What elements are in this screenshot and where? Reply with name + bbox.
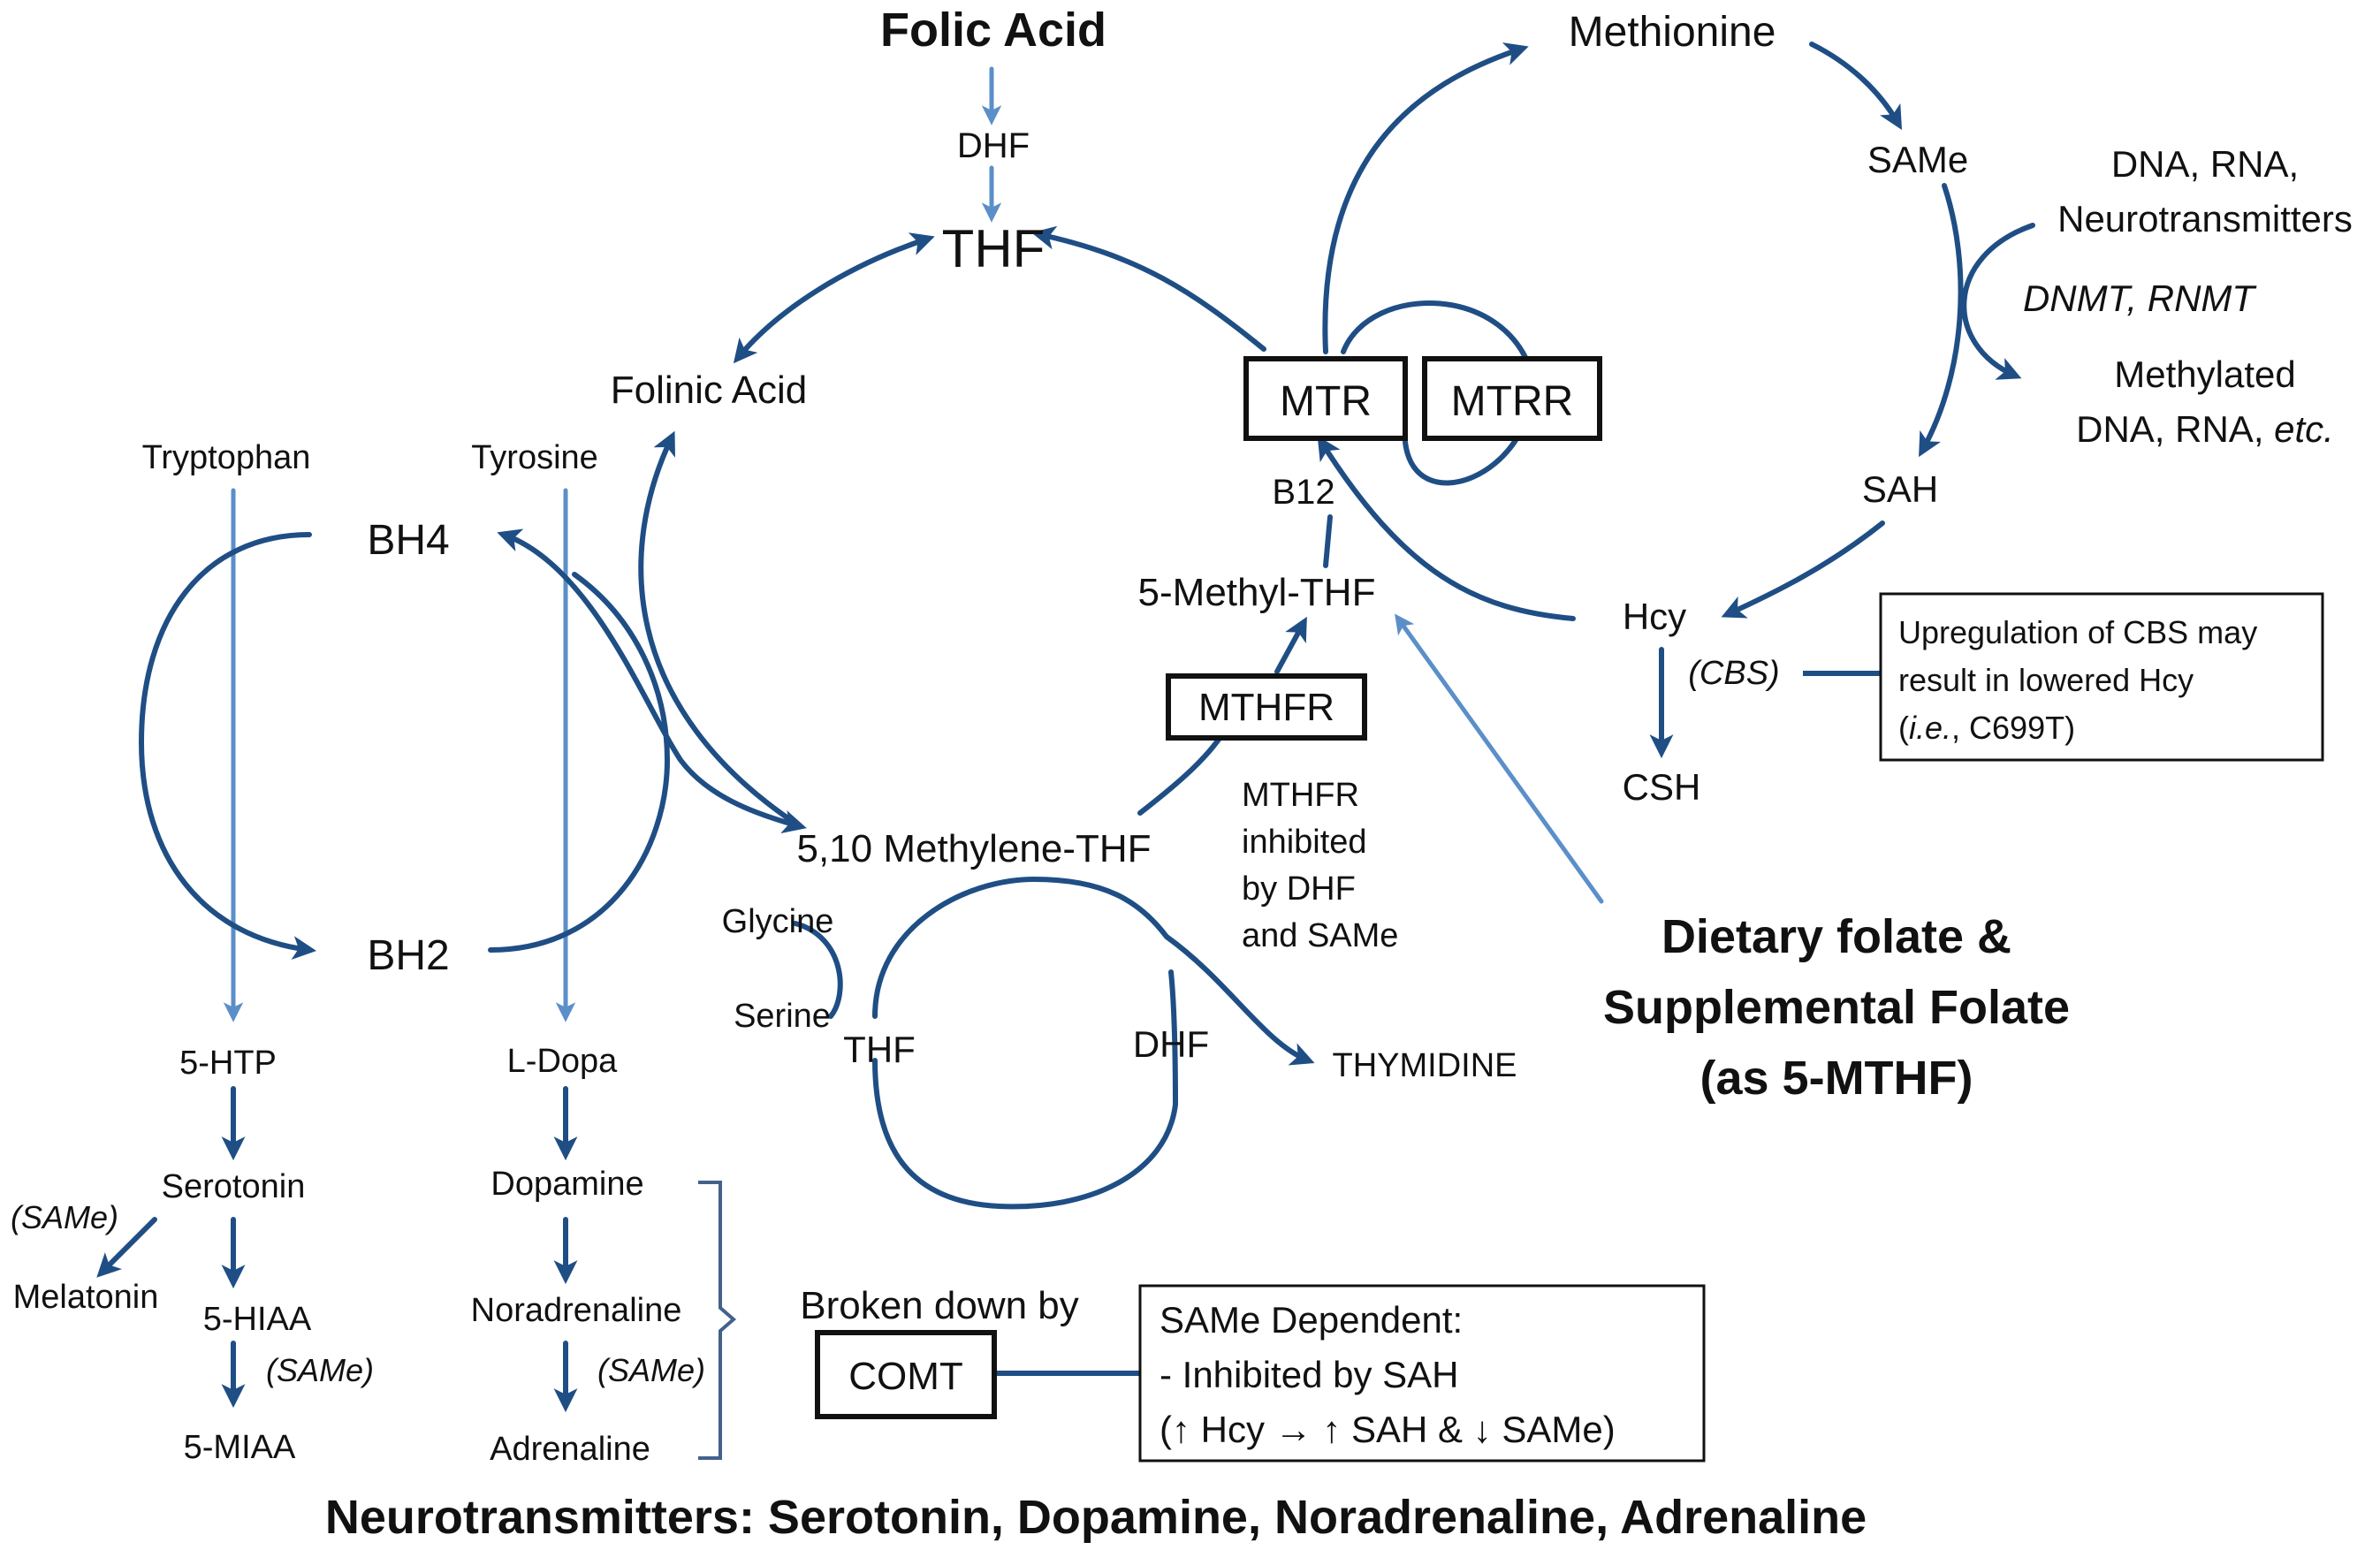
dnmt-label: DNMT, RNMT — [2023, 277, 2257, 319]
mthfr-note-1: MTHFR — [1242, 777, 1359, 814]
thymidine-cycle-top — [872, 876, 1315, 1066]
sah-label: SAH — [1862, 468, 1938, 510]
mthfr-box — [1166, 673, 1367, 741]
methylated-label-2: DNA, RNA, etc. — [2076, 408, 2334, 450]
mtrr-label: MTRR — [1451, 378, 1574, 425]
folic-acid-label: Folic Acid — [880, 4, 1106, 57]
adrenaline-label: Adrenaline — [490, 1431, 650, 1468]
same-dependent-line-3: (↑ Hcy → ↑ SAH & ↓ SAMe) — [1160, 1409, 1616, 1450]
mthfr-note-4: and SAMe — [1242, 917, 1398, 954]
bh4-label: BH4 — [367, 517, 449, 564]
comt-label: COMT — [848, 1355, 963, 1398]
5miaa-label: 5-MIAA — [184, 1429, 296, 1466]
mthfr-note-3: by DHF — [1242, 870, 1356, 908]
hcy-label: Hcy — [1623, 596, 1686, 637]
dhf-cycle-label: DHF — [1133, 1023, 1209, 1065]
dopamine-label: Dopamine — [490, 1166, 643, 1203]
methyl-thf-label: 5-Methyl-THF — [1138, 571, 1376, 614]
mthfr-label: MTHFR — [1198, 686, 1334, 729]
same-melatonin-label: (SAMe) — [11, 1199, 118, 1235]
serotonin-label: Serotonin — [162, 1168, 306, 1205]
neurotransmitter-brace — [698, 1181, 737, 1460]
same-dependent-line-1: SAMe Dependent: — [1160, 1299, 1463, 1341]
bh4-to-bh2-loop-arrow — [138, 532, 317, 961]
dietary-folate-label-3: (as 5-MTHF) — [1700, 1052, 1973, 1105]
glycine-label: Glycine — [722, 903, 834, 940]
mtr-to-methionine-arrow — [1322, 42, 1529, 354]
melatonin-label: Melatonin — [13, 1279, 159, 1316]
mtr-box — [1243, 356, 1408, 441]
thf-cycle-label: THF — [843, 1029, 916, 1070]
dietary-folate-label-1: Dietary folate & — [1661, 910, 2011, 963]
cbs-note-line-1: Upregulation of CBS may — [1898, 614, 2257, 650]
mtr-label: MTR — [1280, 378, 1372, 425]
same-noradrenaline-label: (SAMe) — [597, 1352, 705, 1388]
methionine-label: Methionine — [1569, 9, 1776, 56]
footer-neurotransmitters: Neurotransmitters: Serotonin, Dopamine, … — [325, 1491, 1867, 1544]
same-5hiaa-label: (SAMe) — [266, 1352, 374, 1388]
same-dependent-line-2: - Inhibited by SAH — [1160, 1354, 1459, 1395]
thymidine-cycle-right — [872, 969, 1179, 1210]
dhf-top-label: DHF — [957, 126, 1030, 165]
tryptophan-label: Tryptophan — [142, 439, 311, 476]
methylated-label-1: Methylated — [2114, 353, 2295, 395]
dna-rna-label-2: Neurotransmitters — [2057, 198, 2353, 239]
serotonin-to-melatonin-arrow — [96, 1217, 157, 1278]
mthfr-to-methylthf-arrow — [1274, 616, 1307, 674]
ldopa-label: L-Dopa — [507, 1043, 618, 1080]
thf-top-label: THF — [942, 219, 1046, 278]
methylthf-to-b12-line — [1323, 514, 1333, 568]
5htp-label: 5-HTP — [179, 1045, 277, 1082]
cbs-note-line-3: (i.e., C699T) — [1898, 710, 2075, 746]
same-to-sah-arrow — [1919, 183, 1964, 458]
mtr-to-thf-arrow — [1031, 225, 1266, 352]
dna-methylation-arrow — [1961, 223, 2035, 380]
bh2-right-loop — [488, 572, 671, 953]
cbs-label: (CBS) — [1688, 655, 1779, 692]
serine-label: Serine — [734, 998, 831, 1035]
tyrosine-label: Tyrosine — [471, 439, 598, 476]
b12-label: B12 — [1272, 473, 1334, 512]
noradrenaline-label: Noradrenaline — [471, 1292, 682, 1329]
5hiaa-label: 5-HIAA — [203, 1301, 312, 1338]
dietary-folate-label-2: Supplemental Folate — [1603, 981, 2070, 1034]
same-dependent-box — [1138, 1284, 1706, 1463]
methylene-thf-label: 5,10 Methylene-THF — [796, 827, 1151, 870]
comt-box — [815, 1330, 997, 1419]
thf-folinic-arrow — [733, 232, 935, 364]
dna-rna-label-1: DNA, RNA, — [2111, 143, 2299, 185]
mthfr-note-2: inhibited — [1242, 824, 1367, 861]
glycine-serine-arc — [793, 921, 843, 1019]
hcy-to-mtr-arrow — [1317, 436, 1576, 621]
sah-to-hcy-arrow — [1721, 520, 1885, 619]
folinic-acid-label: Folinic Acid — [611, 369, 808, 412]
broken-down-label: Broken down by — [800, 1284, 1079, 1327]
cbs-note-box — [1879, 592, 2324, 762]
bh2-label: BH2 — [367, 932, 449, 979]
thymidine-label: THYMIDINE — [1333, 1047, 1517, 1084]
csh-label: CSH — [1623, 766, 1701, 808]
dietary-to-methylthf-arrow — [1395, 613, 1604, 904]
cbs-note-line-2: result in lowered Hcy — [1898, 662, 2194, 698]
same-label: SAMe — [1867, 139, 1968, 180]
mtrr-box — [1422, 356, 1602, 441]
methionine-to-same-arrow — [1809, 42, 1903, 131]
